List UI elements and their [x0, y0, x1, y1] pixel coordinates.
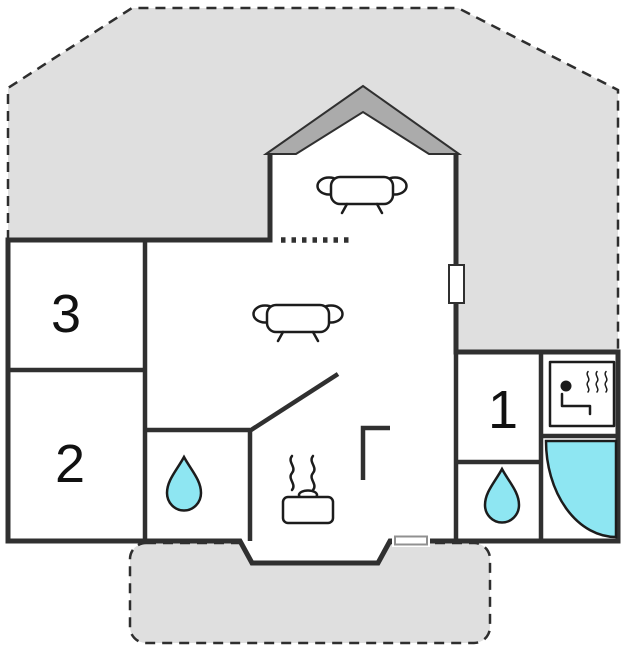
window-icon: [448, 264, 465, 304]
sauna-icon: [548, 360, 616, 428]
door-icon: [392, 534, 430, 547]
bathtub-icon: [544, 439, 618, 539]
lower-terrace: [128, 541, 492, 645]
room-3-label: 3: [51, 284, 81, 344]
room-1-label: 1: [488, 380, 518, 440]
room-2-label: 2: [55, 434, 85, 494]
stove-pot-icon: [281, 454, 335, 525]
interior-walls: [8, 240, 618, 541]
outer-walls: [5, 154, 621, 566]
bay-roof-band: [262, 84, 463, 155]
